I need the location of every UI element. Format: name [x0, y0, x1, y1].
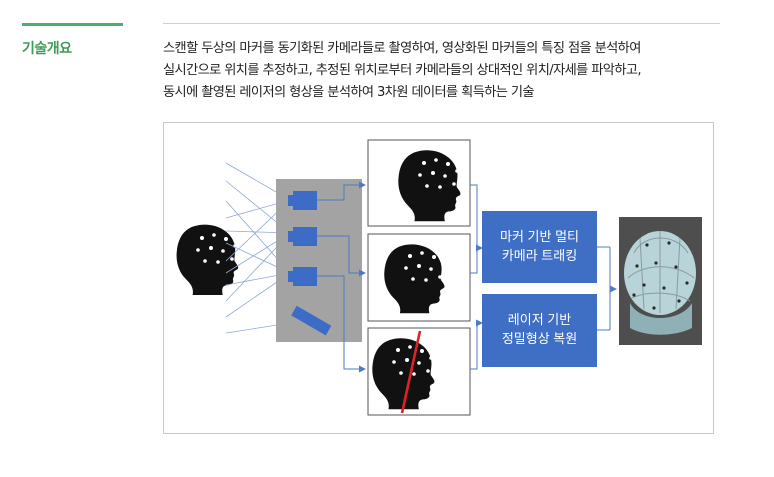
laser-projector-icon	[291, 305, 332, 336]
section-label: 기술개요	[22, 41, 72, 57]
process-to-result-arrows	[597, 246, 617, 331]
laser-box-line1: 레이저 기반	[508, 312, 571, 327]
section-rule	[163, 23, 720, 24]
section-rule-accent	[22, 23, 123, 26]
process-diagram: 마커 기반 멀티 카메라 트래킹 레이저 기반 정밀형상 복원	[163, 122, 714, 434]
reconstructed-3d-head	[619, 217, 702, 345]
marker-box-line1: 마커 기반 멀티	[500, 229, 579, 244]
camera-icon	[288, 227, 317, 246]
description-line-2: 실시간으로 위치를 추정하고, 추정된 위치로부터 카메라들의 상대적인 위치/…	[163, 63, 642, 78]
marker-tracking-box: 마커 기반 멀티 카메라 트래킹	[482, 211, 597, 283]
camera-icon	[288, 267, 317, 286]
image-to-process-arrows	[470, 184, 483, 370]
laser-box-line2: 정밀형상 복원	[502, 331, 577, 346]
process-diagram-svg: 마커 기반 멀티 카메라 트래킹 레이저 기반 정밀형상 복원	[176, 139, 702, 416]
laser-reconstruction-box: 레이저 기반 정밀형상 복원	[482, 294, 597, 367]
camera-icon	[288, 191, 317, 210]
laser-line	[400, 330, 422, 414]
description-line-1: 스캔할 두상의 마커를 동기화된 카메라들로 촬영하여, 영상화된 마커들의 특…	[163, 41, 641, 56]
marker-box-line2: 카메라 트래킹	[502, 248, 577, 263]
description-line-3: 동시에 촬영된 레이저의 형상을 분석하여 3차원 데이터를 획득하는 기술	[163, 85, 535, 100]
camera-to-image-arrows	[317, 181, 366, 373]
camera-panel	[276, 179, 362, 342]
section-description: 스캔할 두상의 마커를 동기화된 카메라들로 촬영하여, 영상화된 마커들의 특…	[163, 38, 728, 104]
